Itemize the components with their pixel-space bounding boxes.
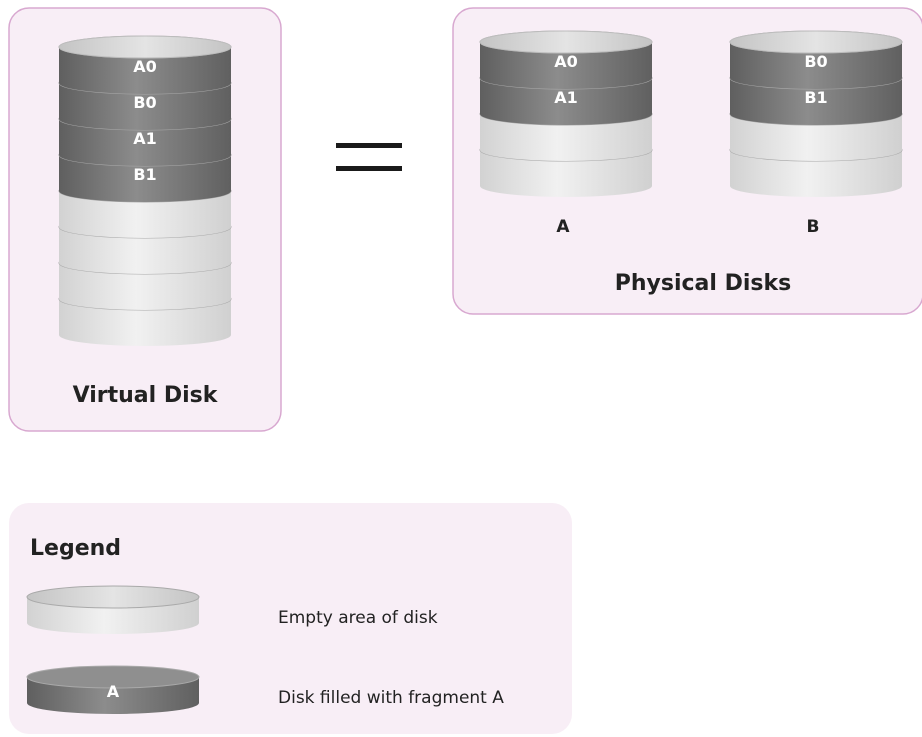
legend-filled-slab: A	[26, 665, 200, 714]
legend-filled-slab-label: A	[107, 682, 120, 701]
physical-disk-b-label: B	[807, 217, 820, 237]
virtual-disk-slice-b0-label: B0	[133, 93, 156, 112]
physical-disk-a-cylinder: A1 A0	[479, 30, 653, 197]
legend-filled-description: Disk filled with fragment A	[278, 688, 504, 708]
physical-disk-a-slice-a0-label: A0	[554, 52, 578, 71]
virtual-disk-top-cap	[58, 35, 232, 59]
physical-disk-a-top-cap	[479, 30, 653, 54]
physical-disk-b-cylinder: B1 B0	[729, 30, 903, 197]
physical-disk-a-slice-a1-label: A1	[554, 88, 578, 107]
virtual-disk-cylinder: B1 A1 B0 A0	[58, 35, 232, 346]
physical-disk-b-slice-b0-label: B0	[804, 52, 827, 71]
legend-empty-description: Empty area of disk	[278, 608, 438, 628]
legend-title: Legend	[30, 536, 121, 561]
virtual-disk-caption: Virtual Disk	[73, 383, 219, 408]
physical-disks-caption: Physical Disks	[615, 271, 791, 296]
physical-disk-b-slice-b1-label: B1	[804, 88, 827, 107]
physical-disk-b-top-cap	[729, 30, 903, 54]
equals-sign	[336, 143, 402, 171]
legend-filled-disk-icon: A	[26, 665, 200, 714]
legend-empty-slab	[26, 585, 200, 634]
legend-empty-disk-icon	[26, 585, 200, 634]
virtual-disk-slice-b1-label: B1	[133, 165, 156, 184]
virtual-disk-slice-a1-label: A1	[133, 129, 157, 148]
physical-disk-a-label: A	[556, 217, 570, 237]
virtual-disk-slice-a0-label: A0	[133, 57, 157, 76]
